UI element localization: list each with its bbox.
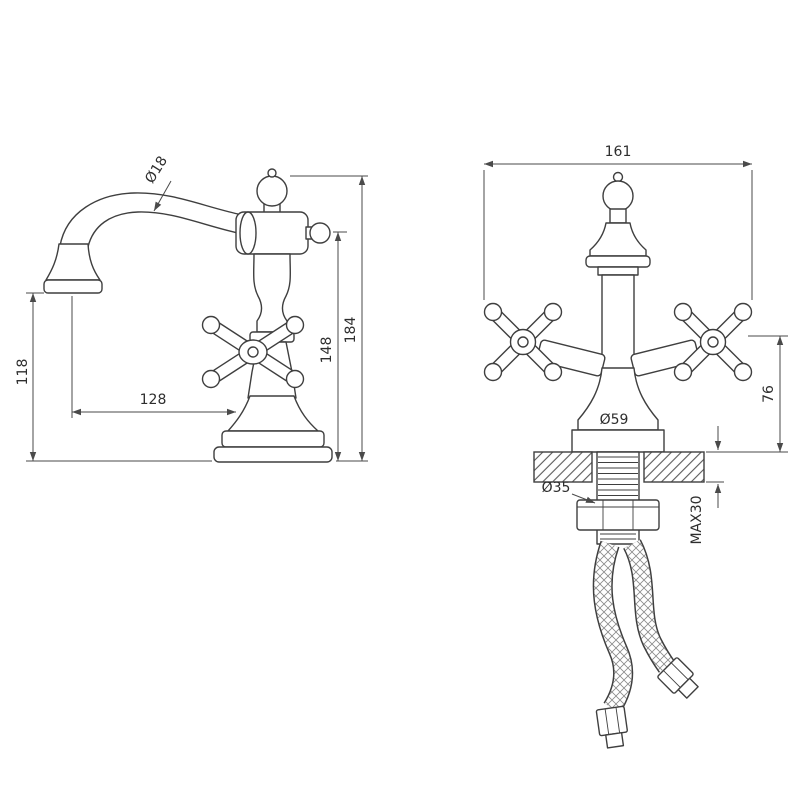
dim-label-base-diameter: Ø59 xyxy=(600,412,629,428)
front-base-band xyxy=(571,429,665,453)
front-finial-ball xyxy=(602,180,634,212)
front-right-handle xyxy=(673,302,753,382)
side-spout-outlet-rim xyxy=(43,279,103,294)
front-shank-threads xyxy=(598,456,638,540)
side-view xyxy=(43,168,333,463)
front-finial-nub xyxy=(612,171,624,183)
front-deck-left xyxy=(533,451,593,483)
side-cross-handle xyxy=(201,315,305,389)
side-view-dimensions: Ø18 118 128 148 184 xyxy=(15,153,368,462)
side-spout-flange xyxy=(239,211,257,255)
side-finial-nub xyxy=(267,168,277,178)
front-hose-fitting-left xyxy=(595,705,628,749)
dim-label-overall-width: 161 xyxy=(605,144,632,160)
dim-label-spout-diameter: Ø18 xyxy=(142,153,171,186)
front-flange-step xyxy=(597,266,639,276)
side-base-plinth xyxy=(213,446,333,463)
dim-label-spout-height: 148 xyxy=(319,337,335,364)
side-spout-tube xyxy=(59,192,239,248)
side-finial-ball xyxy=(256,175,288,207)
dim-label-spout-reach: 128 xyxy=(140,392,167,408)
dim-label-handle-height: 76 xyxy=(761,385,777,403)
front-view xyxy=(483,171,753,749)
front-flange xyxy=(585,255,651,268)
side-base-flare xyxy=(227,395,319,432)
front-column xyxy=(601,274,635,371)
front-locknut xyxy=(576,499,660,531)
front-hose-fitting-right xyxy=(657,657,699,699)
front-left-handle xyxy=(483,302,563,382)
dim-label-max-thickness: MAX30 xyxy=(689,495,705,544)
side-base-band xyxy=(221,430,325,448)
side-spout-outlet xyxy=(45,243,101,281)
front-flex-hoses xyxy=(592,539,676,714)
front-view-dimensions: 161 76 Ø59 Ø35 MAX30 xyxy=(483,144,788,545)
dim-label-total-height: 184 xyxy=(343,317,359,344)
dim-label-outlet-height: 118 xyxy=(15,359,31,386)
front-neck xyxy=(609,208,627,224)
front-deck-right xyxy=(643,451,705,483)
side-body-column xyxy=(252,253,292,333)
side-rear-ball xyxy=(309,222,331,244)
dim-label-shank-diameter: Ø35 xyxy=(542,480,571,496)
front-bell xyxy=(589,222,647,257)
